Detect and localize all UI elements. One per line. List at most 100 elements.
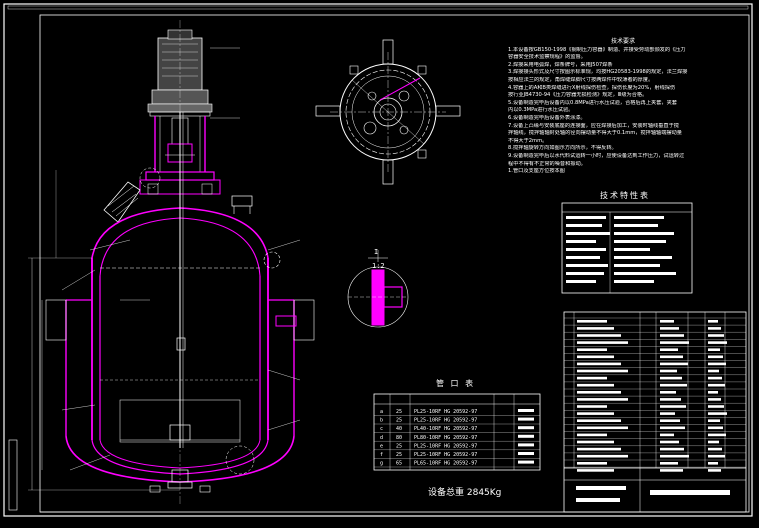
nozzle-remark-block: [518, 460, 534, 464]
nozzle-cell: PL40-10RF HG 20592-97: [414, 426, 477, 432]
parts-cell-block: [577, 341, 628, 344]
note-line: 6.设备制造完毕后设备外表涂漆。: [508, 114, 586, 121]
parts-cell-block: [660, 369, 677, 373]
parts-cell-block: [708, 469, 721, 472]
parts-cell-block: [708, 348, 720, 351]
parts-cell-block: [577, 398, 628, 401]
parts-cell-block: [577, 334, 621, 337]
section-scale: 1:2: [372, 262, 385, 270]
parts-cell-block: [660, 426, 685, 430]
note-line: 内以0.3MPa进行水压试验。: [508, 107, 574, 114]
parts-cell-block: [660, 348, 678, 351]
parts-cell-block: [660, 320, 674, 323]
parts-cell-block: [660, 341, 689, 344]
note-line: 按相应法兰的规定，角焊缝焊脚尺寸按两焊件中较薄者的厚度。: [508, 76, 654, 83]
side-strip: [8, 439, 18, 511]
note-line: 拌轴线，搅拌轴轴封处轴的径向摆动量不得大于0.1mm，搅拌轴轴端摆动量: [508, 130, 682, 137]
nozzle-cell: 25: [396, 443, 402, 449]
nozzle-cell: b: [380, 418, 383, 424]
nozzle-remark-block: [518, 409, 534, 412]
parts-cell-block: [660, 412, 675, 415]
parts-cell-block: [660, 327, 679, 330]
nozzle-cell: PL25-10RF HG 20592-97: [414, 452, 477, 458]
parts-cell-block: [660, 362, 688, 366]
note-line: 程中不得有不正常的噪音和振动。: [508, 160, 586, 167]
parts-cell-block: [708, 433, 726, 437]
nozzle-cell: 25: [396, 409, 402, 415]
parts-cell-block: [708, 383, 725, 387]
parts-cell-block: [708, 320, 718, 323]
total-weight: 设备总重 2845Kg: [428, 488, 502, 498]
parts-cell-block: [577, 369, 628, 373]
nozzle-cell: 25: [396, 418, 402, 424]
note-line: 3.焊接接头形式及尺寸按图示标准规，均按HG20583-1998的规定，法兰焊接: [508, 69, 688, 76]
parts-cell-block: [577, 376, 607, 380]
tech-table-title: 技术特性表: [600, 191, 650, 200]
note-line: 7.设备上凸缘与安装底座的连接面，应在焊接后加工，安装时轴线垂直于搅: [508, 122, 679, 129]
parts-cell-block: [577, 348, 607, 351]
note-line: 8.搅拌轴旋转方向如图示方向所示，不得反转。: [508, 145, 617, 152]
parts-list-table: [563, 311, 747, 513]
nozzle-cell: d: [380, 435, 383, 441]
parts-cell-block: [708, 462, 718, 465]
nozzle-remark-block: [518, 426, 534, 430]
reactor-vessel: [28, 20, 315, 505]
parts-cell-block: [660, 440, 679, 444]
parts-cell-block: [577, 469, 614, 472]
parts-cell-block: [660, 419, 680, 422]
nozzle-remark-block: [518, 417, 534, 421]
nozzle-cell: g: [380, 461, 383, 467]
parts-cell-block: [660, 462, 678, 465]
parts-cell-block: [577, 419, 621, 422]
parts-cell-block: [577, 405, 607, 408]
parts-cell-block: [708, 341, 727, 344]
parts-cell-block: [577, 362, 621, 366]
note-line: 5.设备制造完毕后设备内以0.8MPa进行水压试验，合格后再上夹套，夹套: [508, 99, 677, 106]
parts-cell-block: [708, 369, 719, 373]
parts-cell-block: [660, 391, 676, 394]
nozzle-cell: PL25-10RF HG 20592-97: [414, 443, 477, 449]
parts-cell-block: [660, 383, 687, 387]
nozzle-cell: 40: [396, 426, 402, 432]
section-mark: I: [374, 248, 378, 256]
parts-cell-block: [708, 355, 723, 359]
nozzle-table: [373, 393, 541, 471]
note-line: 1.管口及支座方位按本图: [508, 168, 565, 175]
note-line: 容器安全技术监察规程》的监督。: [508, 54, 586, 61]
parts-cell-block: [577, 440, 614, 444]
outer-frame: [3, 3, 753, 517]
nozzle-cell: PL25-10RF HG 20592-97: [414, 409, 477, 415]
inner-frame: [39, 14, 750, 513]
parts-cell-block: [708, 362, 726, 366]
nozzle-cell: PL80-10RF HG 20592-97: [414, 435, 477, 441]
nozzle-table-title: 管 口 表: [436, 379, 476, 388]
parts-list-rows: [564, 317, 746, 472]
parts-cell-block: [708, 454, 725, 458]
note-line: 9.设备制造完毕后以水代料试运转一小时，应使设备达到工作压力，试运转过: [508, 152, 685, 159]
nozzle-cell: PL65-10RF HG 20592-97: [414, 461, 477, 467]
parts-cell-block: [577, 454, 628, 458]
parts-cell-block: [660, 355, 683, 359]
parts-cell-block: [577, 447, 621, 451]
parts-cell-block: [708, 447, 722, 451]
nozzle-cell: f: [380, 452, 383, 458]
nozzle-cell: PL25-10RF HG 20592-97: [414, 418, 477, 424]
nozzle-cell: c: [380, 426, 383, 432]
parts-cell-block: [577, 391, 621, 394]
parts-cell-block: [577, 433, 607, 437]
parts-cell-block: [708, 327, 721, 330]
note-line: 2.焊接采用电弧焊，焊条牌号，采用J507焊条: [508, 61, 613, 68]
top-view: [315, 39, 461, 185]
parts-cell-block: [660, 405, 686, 408]
nozzle-cell: e: [380, 443, 383, 449]
note-line: 按行业JB4730-94《压力容器无损检测》规定，Ⅲ级为合格。: [508, 92, 648, 99]
nozzle-cell: 25: [396, 452, 402, 458]
parts-cell-block: [577, 426, 628, 430]
tech-spec-table: [561, 202, 693, 294]
note-line: 不得大于2mm。: [508, 137, 548, 144]
parts-cell-block: [708, 398, 721, 401]
parts-cell-block: [708, 412, 727, 415]
parts-cell-block: [577, 412, 614, 415]
